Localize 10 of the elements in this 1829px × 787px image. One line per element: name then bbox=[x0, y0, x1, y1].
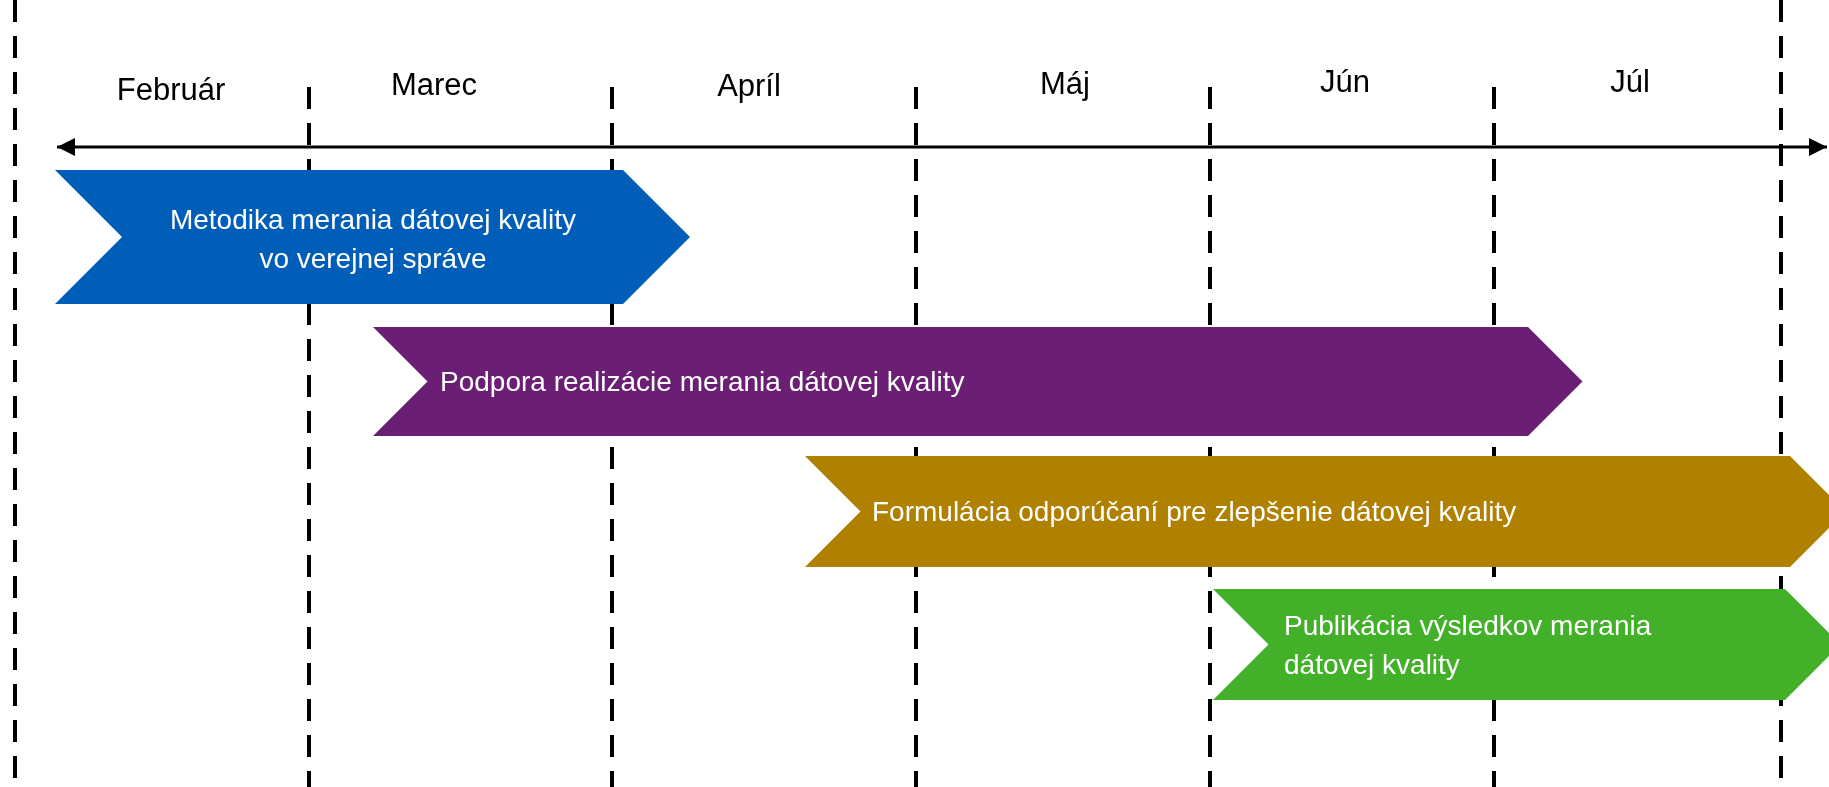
phase-label: Formulácia odporúčaní pre zlepšenie dátovej kvality bbox=[872, 495, 1518, 529]
month-label: Júl bbox=[1610, 64, 1650, 100]
month-label: Február bbox=[116, 72, 226, 108]
month-label: Apríl bbox=[717, 68, 781, 104]
phase-label: Metodika merania dátovej kvality vo verejnej správe bbox=[168, 203, 578, 276]
phase-label: Publikácia výsledkov merania dátovej kvality bbox=[1284, 609, 1653, 682]
month-label: Marec bbox=[390, 67, 478, 103]
phase-label: Podpora realizácie merania dátovej kvality bbox=[440, 365, 966, 399]
month-label: Máj bbox=[1040, 66, 1090, 102]
month-label: Jún bbox=[1320, 64, 1370, 100]
